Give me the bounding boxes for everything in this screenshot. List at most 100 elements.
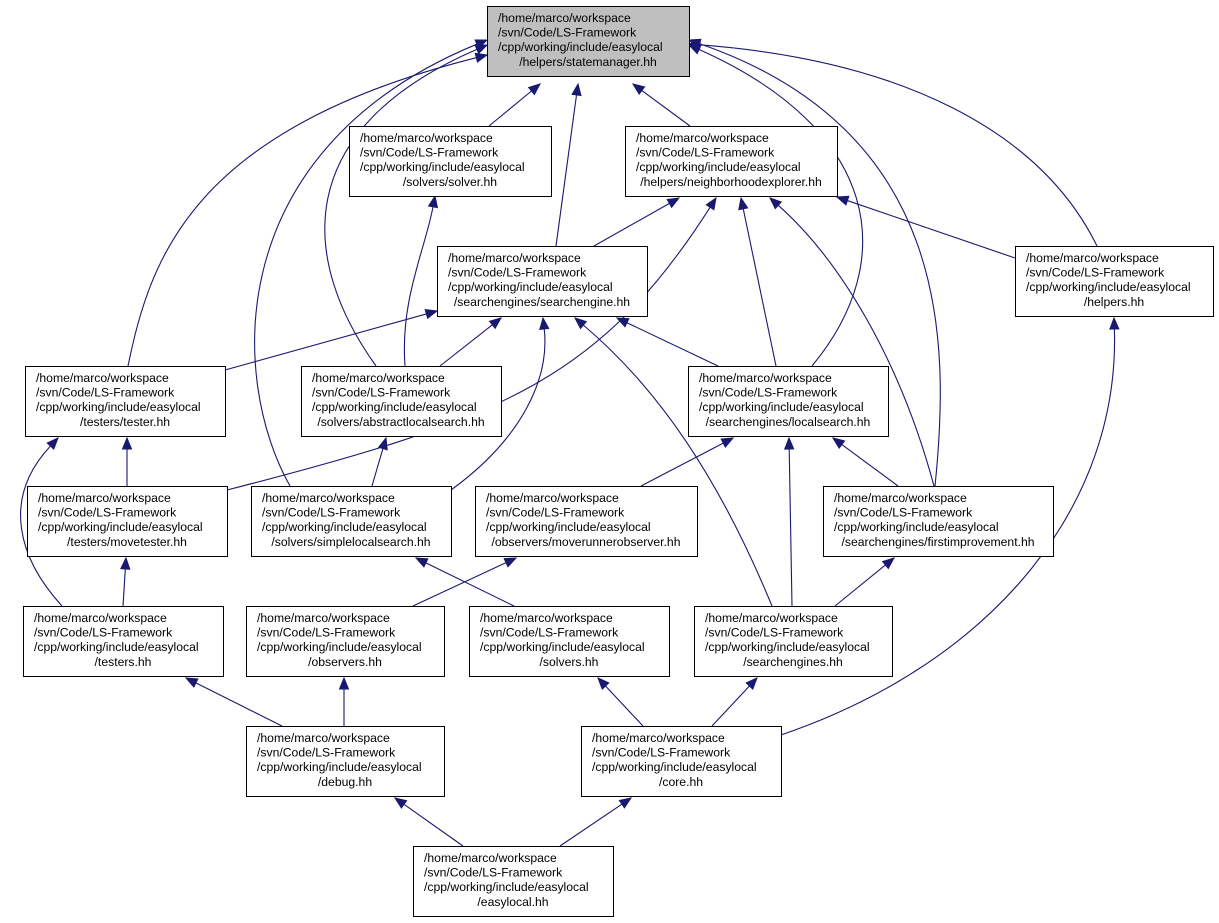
node-moverunnerobserver[interactable]: /home/marco/workspace/svn/Code/LS-Framew… [475,486,698,557]
node-movetester[interactable]: /home/marco/workspace/svn/Code/LS-Framew… [27,486,228,557]
node-label-line: /svn/Code/LS-Framework [636,146,775,160]
node-box [301,366,502,437]
edge-debug-to-testers [184,677,283,727]
node-label-line: /home/marco/workspace [699,371,832,385]
node-tester[interactable]: /home/marco/workspace/svn/Code/LS-Framew… [25,366,226,437]
edge-core-to-helpers [780,316,1120,736]
node-localsearch[interactable]: /home/marco/workspace/svn/Code/LS-Framew… [688,366,889,437]
node-label-line: /cpp/working/include/easylocal [36,400,201,414]
node-label-line: /helpers.hh [1084,295,1144,309]
node-label-line: /helpers/statemanager.hh [519,55,657,69]
node-label-line: /svn/Code/LS-Framework [834,506,973,520]
arrowhead-icon [835,195,850,206]
arrowhead-icon [597,677,610,690]
node-label-line: /searchengines/searchengine.hh [454,295,630,309]
node-box [688,366,889,437]
node-solvers[interactable]: /home/marco/workspace/svn/Code/LS-Framew… [469,606,670,677]
edge-line [742,208,777,367]
arrowhead-icon [393,797,408,809]
arrowhead-icon [687,44,702,55]
arrowhead-icon [769,197,783,210]
node-simplelocalsearch[interactable]: /home/marco/workspace/svn/Code/LS-Framew… [251,486,452,557]
node-searchengines[interactable]: /home/marco/workspace/svn/Code/LS-Framew… [694,606,893,677]
arrowhead-icon [831,437,846,450]
node-neighborhoodexplorer[interactable]: /home/marco/workspace/svn/Code/LS-Framew… [625,126,838,197]
edge-line [847,200,1016,259]
node-abstractlocalsearch[interactable]: /home/marco/workspace/svn/Code/LS-Framew… [301,366,502,437]
node-label-line: /cpp/working/include/easylocal [486,520,651,534]
node-statemanager[interactable]: /home/marco/workspace/svn/Code/LS-Framew… [487,6,690,77]
node-label-line: /home/marco/workspace [360,131,493,145]
node-label-line: /helpers/neighborhoodexplorer.hh [640,175,822,189]
edge-line [412,562,507,607]
edge-line [593,202,670,247]
edge-neighborhoodexplorer-to-statemanager [631,83,691,127]
node-helpers[interactable]: /home/marco/workspace/svn/Code/LS-Framew… [1015,246,1214,317]
node-label-line: /svn/Code/LS-Framework [257,746,396,760]
arrowhead-icon [745,677,758,690]
node-label-line: /core.hh [659,775,703,789]
node-label-line: /svn/Code/LS-Framework [480,626,619,640]
edge-solvers-to-simplelocalsearch [414,557,515,607]
edge-searchengines-to-searchengine [573,317,773,607]
node-label-line: /svn/Code/LS-Framework [36,386,175,400]
node-label-line: /cpp/working/include/easylocal [705,640,870,654]
node-label-line: /solvers/solver.hh [403,175,497,189]
node-box [23,606,224,677]
edge-line [780,328,1115,736]
edge-line [488,90,532,127]
edge-line [777,204,935,487]
node-layer: /home/marco/workspace/svn/Code/LS-Framew… [23,6,1214,917]
arrowhead-icon [424,309,439,320]
node-label-line: /cpp/working/include/easylocal [448,280,613,294]
edge-line [254,43,478,487]
arrowhead-icon [738,196,749,211]
node-label-line: /home/marco/workspace [424,851,557,865]
arrowhead-icon [539,316,550,331]
edge-line [788,448,793,607]
arrowhead-icon [881,557,896,570]
node-label-line: /home/marco/workspace [498,11,631,25]
node-label-line: /cpp/working/include/easylocal [480,640,645,654]
node-solver[interactable]: /home/marco/workspace/svn/Code/LS-Framew… [349,126,552,197]
node-box [437,246,648,317]
node-label-line: /cpp/working/include/easylocal [38,520,203,534]
node-debug[interactable]: /home/marco/workspace/svn/Code/LS-Framew… [246,726,445,797]
edge-line [555,94,578,247]
node-observers[interactable]: /home/marco/workspace/svn/Code/LS-Framew… [246,606,445,677]
node-label-line: /cpp/working/include/easylocal [498,40,663,54]
arrowhead-icon [46,437,59,450]
edge-line [439,324,493,367]
edge-line [711,685,750,727]
node-label-line: /cpp/working/include/easylocal [424,880,589,894]
edge-firstimprovement-to-neighborhoodexplorer [769,197,935,487]
node-box [27,486,228,557]
node-searchengine[interactable]: /home/marco/workspace/svn/Code/LS-Framew… [437,246,648,317]
edge-simplelocalsearch-to-searchengine [450,316,550,491]
node-label-line: /cpp/working/include/easylocal [34,640,199,654]
node-label-line: /svn/Code/LS-Framework [486,506,625,520]
arrowhead-icon [120,556,131,570]
node-label-line: /svn/Code/LS-Framework [1026,266,1165,280]
node-label-line: /home/marco/workspace [262,491,395,505]
node-label-line: /home/marco/workspace [592,731,725,745]
edge-simplelocalsearch-to-abstractlocalsearch [371,436,388,487]
arrowhead-icon [488,317,503,330]
node-label-line: /cpp/working/include/easylocal [312,400,477,414]
node-testers[interactable]: /home/marco/workspace/svn/Code/LS-Framew… [23,606,224,677]
arrowhead-icon [474,39,489,50]
node-firstimprovement[interactable]: /home/marco/workspace/svn/Code/LS-Framew… [823,486,1054,557]
node-box [581,726,782,797]
node-core[interactable]: /home/marco/workspace/svn/Code/LS-Framew… [581,726,782,797]
node-label-line: /home/marco/workspace [312,371,445,385]
edge-line [626,322,719,367]
node-label-line: /easylocal.hh [477,895,548,909]
node-label-line: /home/marco/workspace [257,611,390,625]
edge-firstimprovement-to-statemanager [687,38,941,487]
edge-movetester-to-tester [121,436,133,486]
node-label-line: /svn/Code/LS-Framework [592,746,731,760]
edge-firstimprovement-to-localsearch [831,437,899,487]
node-label-line: /debug.hh [318,775,372,789]
node-easylocal[interactable]: /home/marco/workspace/svn/Code/LS-Framew… [413,846,614,917]
